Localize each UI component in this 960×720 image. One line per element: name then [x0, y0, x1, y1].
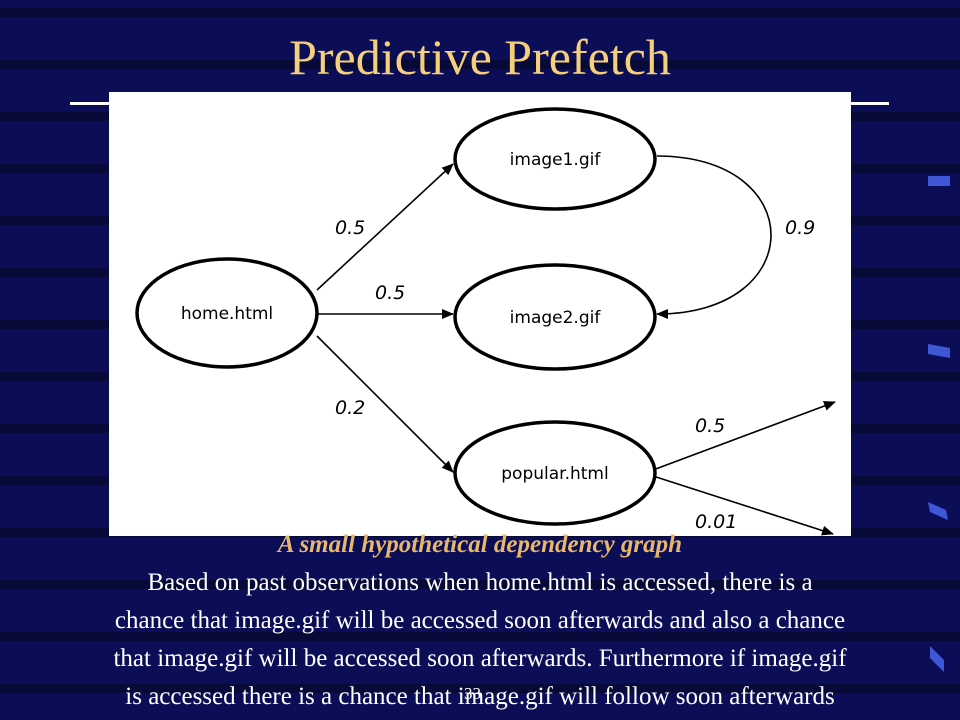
slide-number: 33: [464, 684, 481, 703]
dependency-graph: 0.5 0.5 0.2 0.9 0.5 0.01 home.html image…: [135, 107, 836, 536]
edge-label-home-image1: 0.5: [335, 217, 365, 239]
edge-label-popular-out-1: 0.5: [695, 415, 725, 437]
edge-home-popular: [316, 335, 454, 473]
body-text-line-4: is accessed there is a chance that image…: [125, 683, 835, 710]
decorative-dashes: [928, 176, 950, 672]
title-rule-right: [849, 102, 889, 105]
slide-title: Predictive Prefetch: [289, 29, 671, 85]
node-label-popular: popular.html: [501, 464, 608, 484]
dependency-graph-panel: 0.5 0.5 0.2 0.9 0.5 0.01 home.html image…: [109, 92, 851, 536]
title-rule-left: [70, 102, 116, 105]
body-text-line-1: Based on past observations when home.htm…: [147, 569, 813, 596]
edge-home-image1: [316, 163, 454, 291]
node-home: home.html: [135, 257, 319, 369]
edge-image1-image2: [656, 155, 772, 319]
node-image2: image2.gif: [453, 263, 657, 371]
edge-label-popular-out-2: 0.01: [695, 511, 737, 533]
edge-popular-out-1: [652, 401, 836, 471]
node-label-home: home.html: [181, 304, 273, 324]
edge-label-home-popular: 0.2: [335, 397, 365, 419]
edge-popular-out-2: [652, 475, 834, 536]
node-label-image2: image2.gif: [510, 308, 602, 328]
node-popular: popular.html: [453, 420, 657, 526]
edge-label-home-image2: 0.5: [375, 282, 405, 304]
body-text-line-3: that image.gif will be accessed soon aft…: [113, 645, 847, 672]
node-label-image1: image1.gif: [510, 150, 602, 170]
graph-caption: A small hypothetical dependency graph: [277, 531, 683, 558]
edge-label-image1-image2: 0.9: [785, 217, 815, 239]
node-image1: image1.gif: [453, 107, 657, 211]
body-text-line-2: chance that image.gif will be accessed s…: [114, 607, 846, 634]
